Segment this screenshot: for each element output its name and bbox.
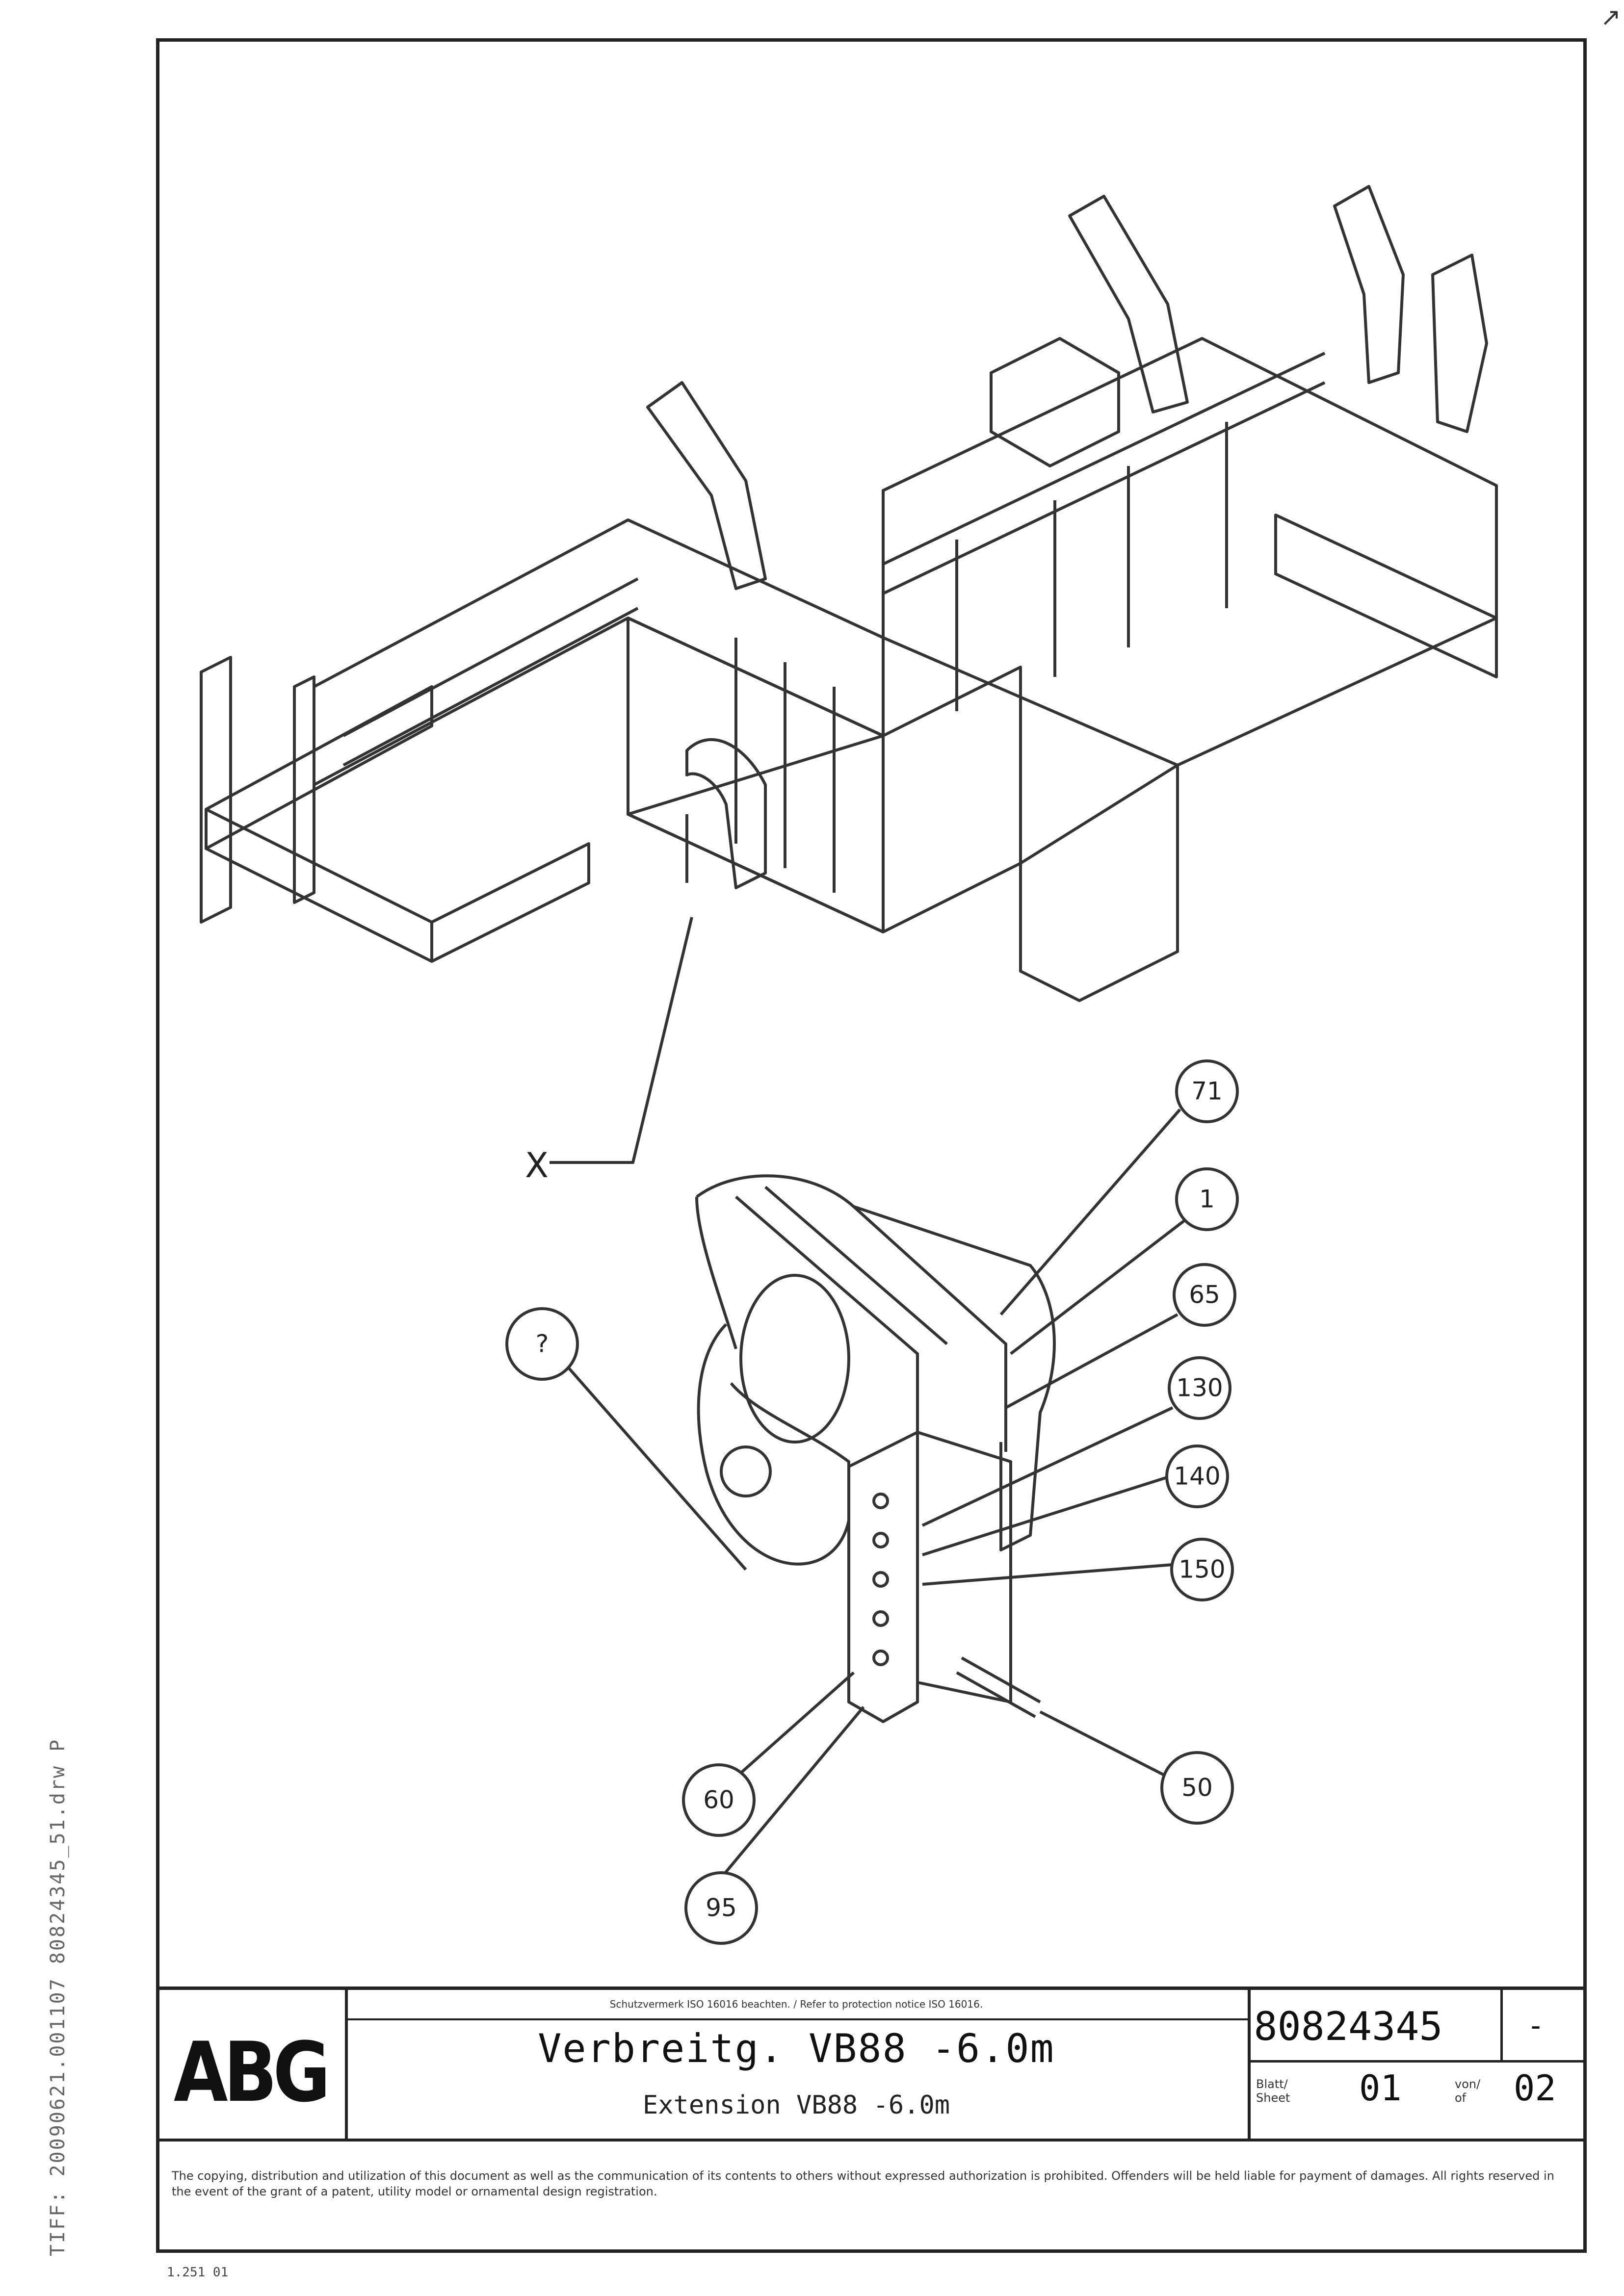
callout-label: 65 [1189, 1281, 1220, 1309]
technical-drawing: X 71 1 65 ? 130 140 150 50 60 95 [200, 185, 1498, 1945]
corner-mark: ↗ [1600, 3, 1621, 31]
callout-circle-50 [1160, 1751, 1234, 1825]
callout-label: 50 [1181, 1774, 1213, 1802]
callout-label: ? [536, 1330, 549, 1358]
detail-x-label: X [525, 1145, 549, 1186]
callout-label: 150 [1179, 1555, 1225, 1584]
callout-label: 95 [706, 1894, 737, 1922]
sheet-number: 01 [1359, 2067, 1402, 2109]
callout-label: 140 [1174, 1462, 1220, 1491]
callout-circle-60 [682, 1763, 756, 1837]
callout-circle-95 [684, 1871, 758, 1945]
of-label: von/ of [1455, 2077, 1481, 2105]
sheet-total: 02 [1514, 2067, 1556, 2109]
callout-circle-140 [1165, 1445, 1229, 1508]
callout-circle-130 [1168, 1356, 1231, 1420]
callout-label: 130 [1176, 1374, 1223, 1402]
chassis-assembly [200, 185, 1498, 1002]
document-number: 80824345 [1254, 2004, 1443, 2049]
footer-code: 1.251 01 [167, 2265, 229, 2280]
detail-x-assembly [695, 1174, 1056, 1723]
callout-circle-1 [1175, 1167, 1239, 1231]
drawing-frame [156, 38, 1587, 2253]
sheet-label: Blatt/ Sheet [1256, 2077, 1290, 2105]
title-english: Extension VB88 -6.0m [642, 2090, 950, 2120]
legal-disclaimer: The copying, distribution and utilizatio… [172, 2169, 1554, 2198]
callout-circle-65 [1173, 1263, 1236, 1327]
callout-label: 71 [1191, 1077, 1223, 1106]
protection-note: Schutzvermerk ISO 16016 beachten. / Refe… [609, 1998, 983, 2010]
callout-label: 60 [703, 1786, 734, 1814]
revision-index: - [1526, 2009, 1545, 2043]
title-block: ABG Schutzvermerk ISO 16016 beachten. / … [156, 1986, 1587, 2253]
title-german: Verbreitg. VB88 -6.0m [538, 2026, 1055, 2071]
callout-circle-150 [1170, 1538, 1234, 1601]
abg-logo: ABG [174, 2024, 331, 2120]
callout-circle-q [505, 1307, 579, 1381]
callout-circle-71 [1175, 1059, 1239, 1123]
callout-label: 1 [1199, 1185, 1215, 1213]
